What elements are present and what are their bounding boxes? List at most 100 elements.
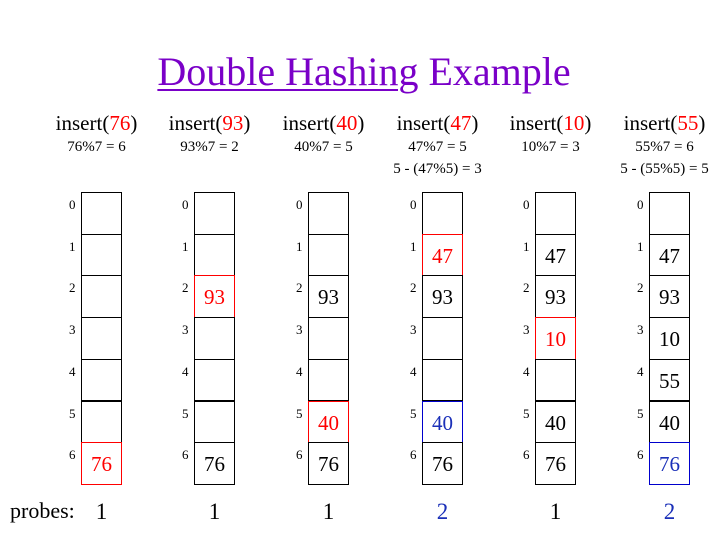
table-slot: 93 (649, 275, 690, 319)
slot-index: 6 (69, 447, 76, 463)
slot-index: 5 (296, 405, 303, 421)
table-slot: 93 (535, 275, 576, 319)
insert-label: insert(55) (608, 111, 721, 135)
slot-index: 4 (637, 363, 644, 379)
slot-index: 0 (523, 197, 530, 212)
title-double-hashing: Double Hashing (157, 49, 419, 94)
slot-index: 0 (637, 197, 644, 212)
insert-label: insert(40) (267, 111, 380, 135)
hash1-calc: 10%7 = 3 (521, 139, 580, 155)
table-slot (81, 192, 122, 235)
step-header: insert(10)10%7 = 3 (494, 111, 607, 158)
slot-index: 4 (410, 363, 417, 379)
slot-index: 6 (182, 447, 189, 463)
table-slot (81, 400, 122, 444)
table-slot (81, 275, 122, 319)
table-slot: 47 (422, 233, 463, 277)
table-slot (81, 358, 122, 402)
table-slot: 93 (422, 275, 463, 319)
slot-index: 5 (523, 405, 530, 421)
insert-prefix: insert( (509, 111, 564, 135)
table-slot (422, 358, 463, 402)
slot-index: 2 (637, 280, 644, 296)
slot-index: 6 (410, 447, 417, 463)
table-slot: 10 (649, 317, 690, 360)
hash1-calc: 55%7 = 6 (635, 139, 694, 155)
slot-index: 3 (410, 322, 417, 338)
table-slot: 40 (649, 400, 690, 444)
insert-suffix: ) (698, 111, 706, 135)
probe-count: 1 (549, 499, 562, 524)
table-slot (422, 192, 463, 235)
slot-index: 1 (637, 238, 644, 254)
hash1-calc: 40%7 = 5 (294, 139, 353, 155)
table-slot (194, 400, 235, 444)
slot-index: 6 (637, 447, 644, 463)
slot-index: 2 (296, 280, 303, 296)
page-title: Double Hashing Example (0, 48, 728, 96)
slot-index: 5 (637, 405, 644, 421)
table-slot (422, 317, 463, 360)
slot-index: 2 (523, 280, 530, 296)
table-slot (194, 192, 235, 235)
table-slot: 76 (649, 442, 690, 485)
slot-index: 1 (296, 238, 303, 254)
slot-index: 4 (296, 363, 303, 379)
table-slot (308, 233, 349, 277)
slot-index: 3 (637, 322, 644, 338)
insert-label: insert(93) (153, 111, 266, 135)
hash1-calc: 93%7 = 2 (180, 139, 239, 155)
table-slot: 10 (535, 317, 576, 360)
table-slot (81, 317, 122, 360)
table-slot: 93 (308, 275, 349, 319)
table-slot (649, 192, 690, 235)
table-slot: 76 (194, 442, 235, 485)
hash2-calc: 5 - (55%5) = 5 (620, 161, 709, 177)
table-slot: 76 (422, 442, 463, 485)
probe-count: 1 (208, 499, 221, 524)
probe-count: 2 (436, 499, 449, 524)
table-slot: 47 (649, 233, 690, 277)
step-header: insert(76)76%7 = 6 (40, 111, 153, 158)
table-slot (194, 233, 235, 277)
slot-index: 6 (296, 447, 303, 463)
hash2-calc: 5 - (47%5) = 3 (393, 161, 482, 177)
slot-index: 1 (182, 238, 189, 254)
slot-index: 1 (69, 238, 76, 254)
slot-index: 5 (182, 405, 189, 421)
insert-key: 47 (450, 111, 472, 135)
slot-index: 6 (523, 447, 530, 463)
table-slot: 47 (535, 233, 576, 277)
table-slot (308, 317, 349, 360)
slot-index: 2 (410, 280, 417, 296)
slot-index: 3 (69, 322, 76, 338)
table-slot: 76 (81, 442, 122, 485)
table-slot: 76 (308, 442, 349, 485)
table-slot: 40 (422, 400, 463, 444)
insert-suffix: ) (584, 111, 592, 135)
insert-prefix: insert( (396, 111, 451, 135)
insert-label: insert(47) (381, 111, 494, 135)
table-slot (535, 358, 576, 402)
table-slot (194, 358, 235, 402)
probe-count: 1 (322, 499, 335, 524)
insert-label: insert(76) (40, 111, 153, 135)
probe-count: 2 (663, 499, 676, 524)
slot-index: 0 (410, 197, 417, 212)
insert-prefix: insert( (168, 111, 223, 135)
step-header: insert(40) 40%7 = 5 (267, 111, 380, 158)
probes-label: probes: (10, 498, 75, 523)
slot-index: 1 (523, 238, 530, 254)
table-slot: 40 (535, 400, 576, 444)
insert-key: 40 (336, 111, 358, 135)
slot-index: 4 (182, 363, 189, 379)
title-example: Example (428, 49, 571, 94)
insert-prefix: insert( (282, 111, 337, 135)
slot-index: 3 (182, 322, 189, 338)
